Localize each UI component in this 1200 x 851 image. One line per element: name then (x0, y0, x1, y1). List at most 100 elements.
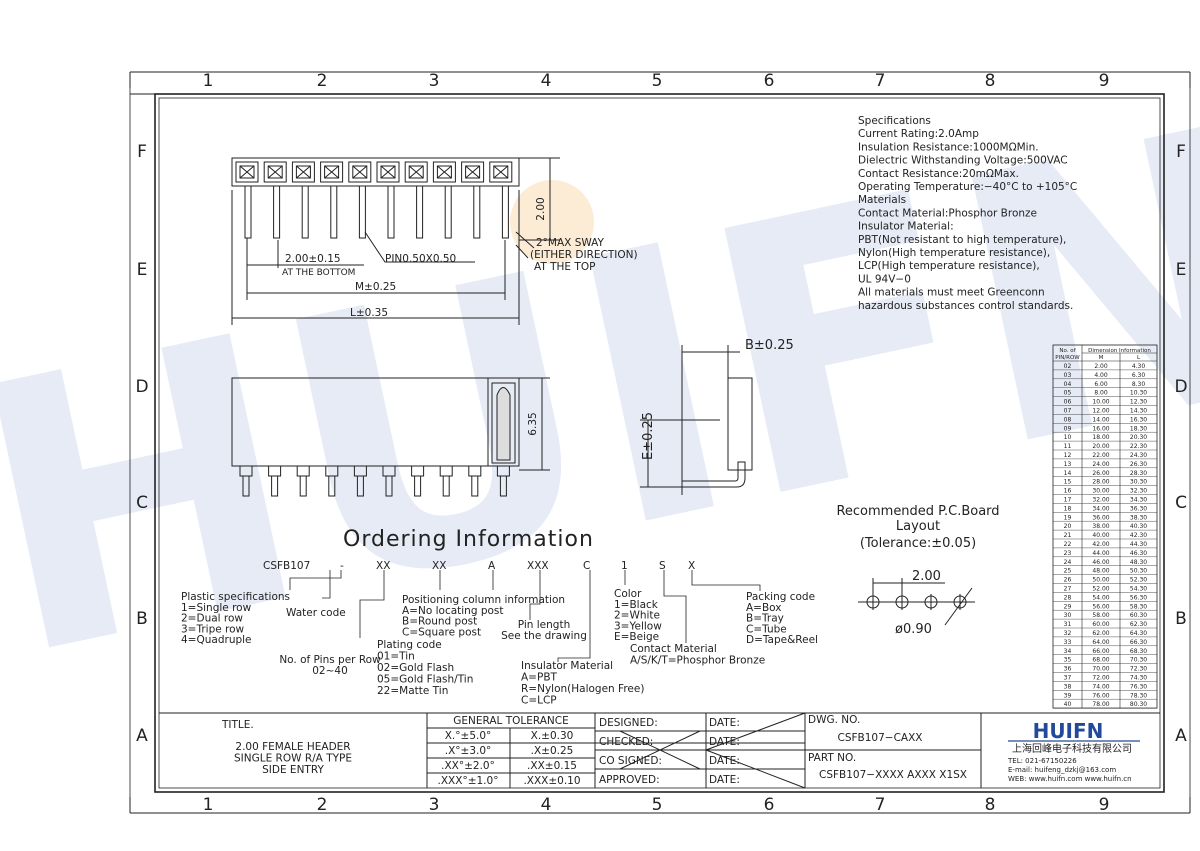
table-cell: 34 (1064, 648, 1072, 655)
front-view (231, 377, 550, 497)
order-note: Pin length (518, 619, 570, 631)
spec-line: UL 94V−0 (858, 273, 911, 285)
table-cell: 44.30 (1130, 541, 1147, 548)
order-note: A=PBT (521, 672, 558, 684)
table-cell: 24.00 (1092, 461, 1109, 468)
svg-text:PART NO.: PART NO. (808, 752, 856, 764)
table-header: No. of (1059, 348, 1076, 354)
table-cell: 52.30 (1130, 577, 1147, 584)
table-cell: 09 (1064, 425, 1072, 432)
order-note: A=Box (746, 602, 782, 614)
date-label: DATE: (709, 736, 740, 748)
grid-col-label: 1 (203, 795, 214, 815)
table-cell: 74.00 (1092, 683, 1109, 690)
table-cell: 03 (1064, 372, 1072, 379)
table-cell: 46.00 (1092, 559, 1109, 566)
date-label: DATE: (709, 717, 740, 729)
table-header: L (1137, 355, 1141, 361)
table-cell: 29 (1064, 603, 1072, 610)
table-cell: 68.00 (1092, 657, 1109, 664)
table-cell: 38.00 (1092, 523, 1109, 530)
table-cell: 34.30 (1130, 497, 1147, 504)
table-cell: 28.00 (1092, 479, 1109, 486)
svg-text:CSFB107−CAXX: CSFB107−CAXX (838, 732, 923, 744)
grid-col-label: 6 (764, 795, 775, 815)
tolerance-angle: .X°±3.0° (445, 745, 492, 757)
table-cell: 14.30 (1130, 408, 1147, 415)
svg-text:2.00: 2.00 (912, 569, 941, 584)
spec-line: Insulation Resistance:1000MΩMin. (858, 141, 1039, 153)
order-note: Plastic specifications (181, 591, 290, 603)
svg-text:E-mail: huifeng_dzkj@163.com: E-mail: huifeng_dzkj@163.com (1008, 766, 1116, 774)
table-cell: 34.00 (1092, 505, 1109, 512)
grid-row-label: C (1175, 493, 1187, 513)
table-cell: 26.30 (1130, 461, 1147, 468)
table-cell: 64.30 (1130, 630, 1147, 637)
table-cell: 11 (1064, 443, 1072, 450)
spec-line: Operating Temperature:−40°C to +105°C (858, 181, 1077, 193)
table-cell: 19 (1064, 514, 1072, 521)
table-cell: 42.30 (1130, 532, 1147, 539)
table-cell: 02 (1064, 363, 1072, 370)
grid-row-label: B (1175, 609, 1187, 629)
table-cell: 26 (1064, 577, 1072, 584)
top-view-dimensions: 2.00 2.00±0.15 AT THE BOTTOM PIN0.50X0.5… (282, 197, 638, 319)
grid-row-label: D (1174, 377, 1187, 397)
table-cell: 10.30 (1130, 390, 1147, 397)
dim-l: L±0.35 (350, 307, 388, 319)
table-cell: 24.30 (1130, 452, 1147, 459)
svg-text:GENERAL TOLERANCE: GENERAL TOLERANCE (453, 715, 569, 727)
table-cell: 8.00 (1094, 390, 1108, 397)
tolerance-linear: .XX±0.15 (527, 760, 577, 772)
table-header: PIN/ROW (1055, 355, 1080, 361)
order-note: C=LCP (521, 695, 557, 707)
sheet-frame (129, 71, 1191, 814)
order-note: R=Nylon(Halogen Free) (521, 683, 644, 695)
order-note: 4=Quadruple (181, 634, 252, 646)
dim-e: E±0.25 (641, 412, 656, 460)
table-cell: 18.30 (1130, 425, 1147, 432)
table-cell: 12.00 (1092, 408, 1109, 415)
table-cell: 14.00 (1092, 416, 1109, 423)
table-cell: 42.00 (1092, 541, 1109, 548)
grid-row-label: B (136, 609, 148, 629)
grid-col-label: 4 (541, 795, 552, 815)
table-cell: 66.00 (1092, 648, 1109, 655)
tolerance-angle: .XXX°±1.0° (438, 775, 499, 787)
table-cell: 32 (1064, 630, 1072, 637)
table-cell: 36 (1064, 666, 1072, 673)
svg-text:WEB: www.huifn.com www.huifn: WEB: www.huifn.com www.huifn.cn (1008, 775, 1132, 783)
tolerance-linear: X.±0.30 (531, 730, 574, 742)
grid-row-label: E (1176, 260, 1187, 280)
dim-b: B±0.25 (745, 338, 794, 353)
date-label: DATE: (709, 755, 740, 767)
dim-pitch-note: AT THE BOTTOM (282, 268, 355, 278)
ordering-title: Ordering Information (343, 527, 594, 552)
order-note: 1=Black (614, 599, 659, 611)
table-cell: 22.30 (1130, 443, 1147, 450)
signature-label: CHECKED: (599, 736, 653, 748)
table-cell: 35 (1064, 657, 1072, 664)
grid-col-label: 2 (317, 71, 328, 91)
table-cell: 68.30 (1130, 648, 1147, 655)
table-cell: 21 (1064, 532, 1072, 539)
table-cell: 66.30 (1130, 639, 1147, 646)
table-cell: 20.30 (1130, 434, 1147, 441)
svg-text:Recommended P.C.Board: Recommended P.C.Board (836, 504, 999, 519)
svg-text:(Tolerance:±0.05): (Tolerance:±0.05) (860, 536, 976, 551)
table-cell: 2.00 (1094, 363, 1108, 370)
table-cell: 58.00 (1092, 612, 1109, 619)
table-cell: 30.00 (1092, 488, 1109, 495)
grid-col-label: 8 (985, 795, 996, 815)
table-cell: 08 (1064, 416, 1072, 423)
table-cell: 6.00 (1094, 381, 1108, 388)
order-note: Plating code (377, 639, 442, 651)
tolerance-angle: X.°±5.0° (445, 730, 492, 742)
grid-col-label: 3 (429, 795, 440, 815)
